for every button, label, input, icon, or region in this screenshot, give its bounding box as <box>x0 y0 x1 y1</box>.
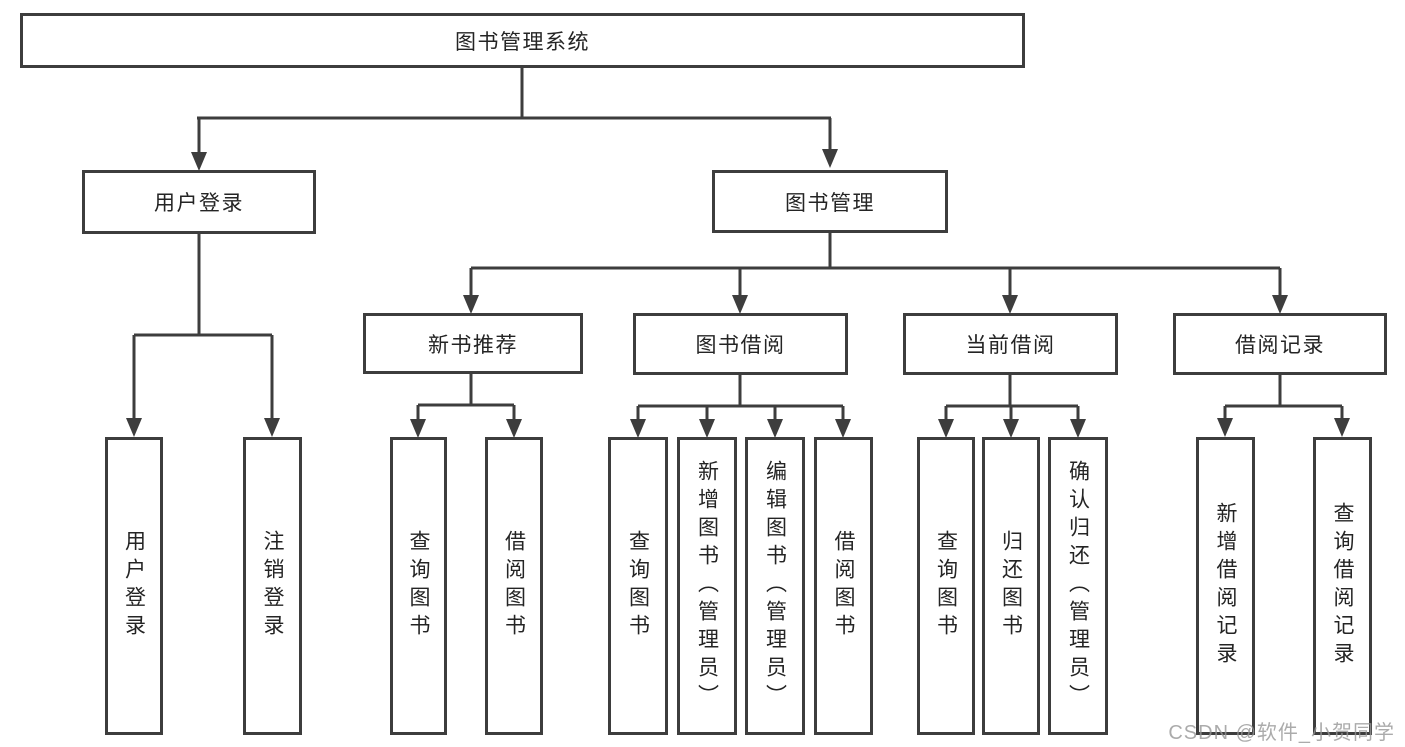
node-label: 注销登录 <box>261 530 285 642</box>
node-label: 查询借阅记录 <box>1331 502 1355 670</box>
csdn-watermark: CSDN @软件_小贺同学 <box>1168 722 1395 744</box>
node-label: 编辑图书（管理员） <box>763 460 787 712</box>
connector-lines <box>132 68 1344 420</box>
node-label: 借阅图书 <box>502 530 526 642</box>
node-new-book-recommendation: 新书推荐 <box>363 313 583 374</box>
node-query-borrowing-record: 查询借阅记录 <box>1313 437 1372 735</box>
node-label: 确认归还（管理员） <box>1066 460 1090 712</box>
node-borrow-books-under-borrowing: 借阅图书 <box>814 437 873 735</box>
node-label: 用户登录 <box>122 530 146 642</box>
node-label: 查询图书 <box>934 530 958 642</box>
node-return-books: 归还图书 <box>982 437 1040 735</box>
node-add-borrowing-record: 新增借阅记录 <box>1196 437 1255 735</box>
node-book-management: 图书管理 <box>712 170 948 233</box>
node-label: 图书借阅 <box>695 334 786 357</box>
node-query-books-under-borrowing: 查询图书 <box>608 437 668 735</box>
node-label: 新增图书（管理员） <box>695 460 719 712</box>
node-confirm-return-admin: 确认归还（管理员） <box>1048 437 1108 735</box>
node-edit-books-admin: 编辑图书（管理员） <box>745 437 805 735</box>
node-query-books-under-recommendation: 查询图书 <box>390 437 447 735</box>
node-library-management-system: 图书管理系统 <box>20 13 1025 68</box>
node-add-books-admin: 新增图书（管理员） <box>677 437 737 735</box>
node-borrowing-records: 借阅记录 <box>1173 313 1387 375</box>
node-label: 图书管理系统 <box>455 30 590 54</box>
node-borrow-books-under-recommendation: 借阅图书 <box>485 437 543 735</box>
node-label: 查询图书 <box>626 530 650 642</box>
node-label: 新增借阅记录 <box>1214 502 1238 670</box>
node-label: 借阅记录 <box>1235 334 1325 357</box>
node-label: 当前借阅 <box>965 334 1056 357</box>
node-user-login: 用户登录 <box>82 170 316 234</box>
node-label: 借阅图书 <box>832 530 856 642</box>
node-label: 查询图书 <box>407 530 431 642</box>
node-book-borrowing: 图书借阅 <box>633 313 848 375</box>
node-user-login-leaf: 用户登录 <box>105 437 163 735</box>
node-query-books-under-current: 查询图书 <box>917 437 975 735</box>
node-label: 图书管理 <box>785 191 875 215</box>
node-label: 用户登录 <box>154 192 244 215</box>
node-logout-leaf: 注销登录 <box>243 437 302 735</box>
node-label: 归还图书 <box>999 530 1023 642</box>
node-current-borrowing: 当前借阅 <box>903 313 1118 375</box>
node-label: 新书推荐 <box>428 333 518 357</box>
